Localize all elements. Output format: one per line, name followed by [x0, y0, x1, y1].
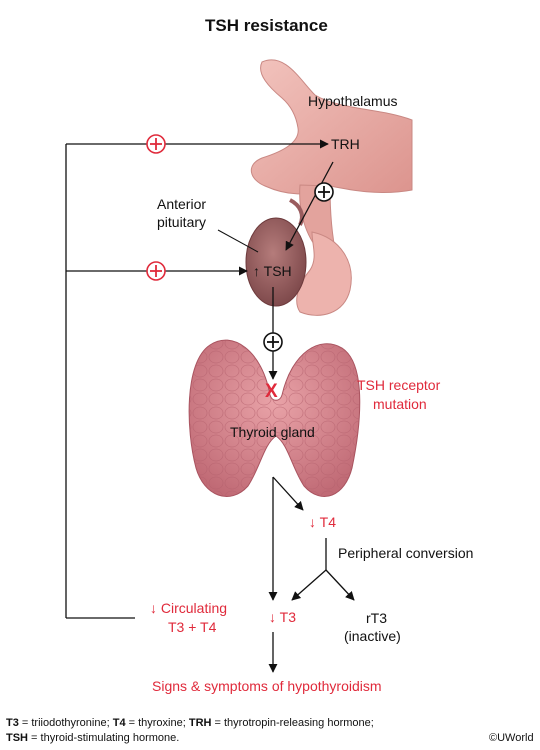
page-title: TSH resistance	[205, 16, 328, 35]
trh-label: TRH	[331, 136, 360, 152]
rt3-label-line2: (inactive)	[344, 628, 401, 644]
hypothalamus-label: Hypothalamus	[308, 93, 398, 109]
anterior-pituitary-label-line1: Anterior	[157, 196, 207, 212]
circulating-label-line1: ↓ Circulating	[150, 600, 228, 616]
peripheral-conversion-label: Peripheral conversion	[338, 545, 474, 561]
footnote-abbr: T4	[112, 717, 126, 729]
footnote-abbr: TSH	[6, 732, 28, 744]
footnote-abbr: T3	[6, 717, 19, 729]
t3-label: ↓ T3	[269, 609, 296, 625]
thyroid-gland-illustration	[188, 339, 361, 497]
tsh-label: ↑ TSH	[253, 263, 292, 279]
red-plus-icon-tsh	[146, 261, 166, 281]
footnote-text: = thyroxine;	[125, 717, 189, 729]
signs-symptoms-label: Signs & symptoms of hypothyroidism	[152, 678, 382, 694]
rt3-label-line1: rT3	[366, 610, 387, 626]
t4-label: ↓ T4	[309, 514, 336, 530]
block-mark: X	[265, 381, 278, 402]
footnote-line1: T3 = triiodothyronine; T4 = thyroxine; T…	[6, 717, 374, 730]
footnote-text: = thyrotropin-releasing hormone;	[211, 717, 374, 729]
circulating-label-line2: T3 + T4	[168, 619, 217, 635]
footnote-line2: TSH = thyroid-stimulating hormone.	[6, 732, 179, 745]
footnote-text: = thyroid-stimulating hormone.	[28, 732, 180, 744]
receptor-mutation-label-line2: mutation	[373, 396, 427, 412]
footnote-text: = triiodothyronine;	[18, 717, 113, 729]
anterior-pituitary-label-line2: pituitary	[157, 214, 207, 230]
copyright-label: ©UWorld	[489, 732, 534, 744]
black-plus-icon-tsh-to-thyroid	[263, 332, 283, 352]
footnote-abbr: TRH	[188, 717, 212, 729]
red-plus-icon-trh	[146, 134, 166, 154]
receptor-mutation-label-line1: TSH receptor	[357, 377, 441, 393]
anterior-pituitary-illustration	[245, 198, 307, 307]
hypothalamus-illustration	[251, 59, 413, 316]
black-plus-icon-trh-to-pituitary	[314, 182, 334, 202]
thyroid-gland-label: Thyroid gland	[230, 424, 315, 440]
anterior-pituitary-pointer	[217, 229, 259, 253]
